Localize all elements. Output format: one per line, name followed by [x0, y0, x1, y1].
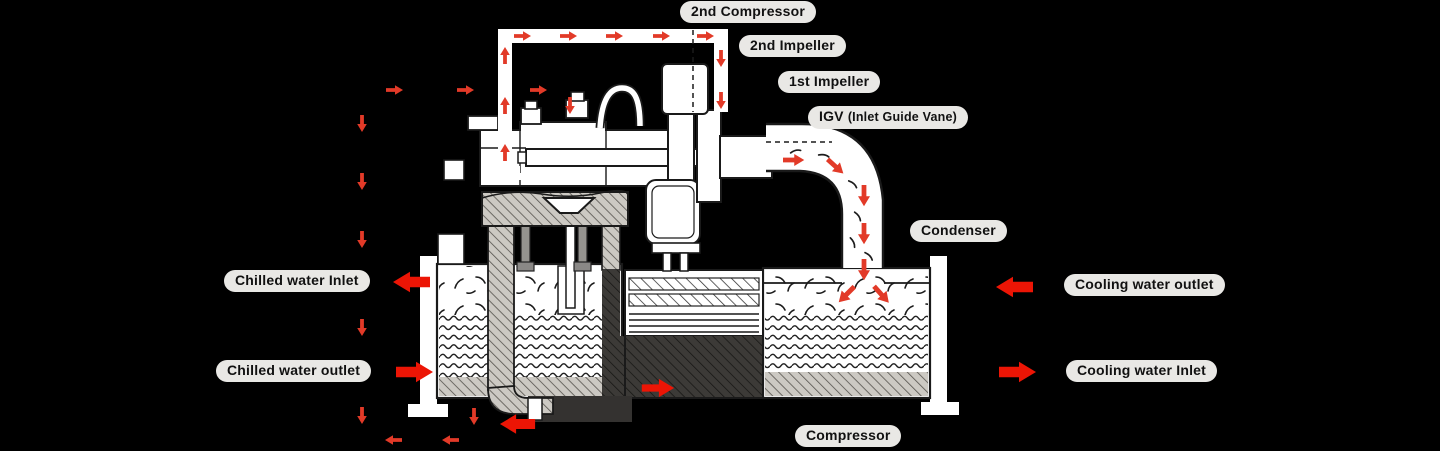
- evaporator-vessel: [408, 256, 624, 417]
- label-cooling-water-outlet: Cooling water outlet: [1064, 274, 1225, 296]
- label-2nd-compressor: 2nd Compressor: [680, 1, 817, 23]
- tie-rod: [520, 221, 531, 265]
- suction-funnel: [541, 197, 597, 214]
- condenser-tube-sheet: [765, 372, 928, 396]
- liquid-downpipe: [602, 270, 620, 374]
- valve: [520, 107, 542, 125]
- condenser-vessel: [761, 256, 959, 415]
- evaporator-vapor-zone: [439, 266, 620, 315]
- condenser-end-plate: [930, 256, 947, 404]
- condenser-foot: [921, 402, 959, 415]
- economizer-tube-band: [628, 293, 760, 307]
- tie-rod: [577, 221, 588, 265]
- condenser-water-zone: [765, 315, 928, 372]
- label-compressor: Compressor: [795, 425, 902, 447]
- label-igv-sub: (Inlet Guide Vane): [847, 110, 957, 124]
- economizer-tube-band: [628, 277, 760, 291]
- pipe-loop: [597, 85, 643, 129]
- cooling-water-inlet-arrow: [999, 361, 1036, 383]
- second-stage-inlet-box: [661, 63, 709, 115]
- recirculation-duct: [487, 29, 728, 180]
- discharge-casing: [719, 135, 773, 179]
- suction-column: [487, 225, 515, 391]
- distributor-stem: [565, 213, 576, 309]
- evaporator-foot: [408, 404, 448, 417]
- label-chilled-water-inlet: Chilled water Inlet: [224, 270, 370, 292]
- label-condenser: Condenser: [910, 220, 1007, 242]
- evaporator-water-zone: [439, 315, 620, 377]
- cooling-water-outlet-arrow: [996, 276, 1033, 298]
- machine-lower-section: [487, 213, 632, 434]
- economizer: [602, 269, 764, 399]
- label-cooling-water-inlet: Cooling water Inlet: [1066, 360, 1218, 382]
- label-chilled-water-outlet: Chilled water outlet: [216, 360, 372, 382]
- label-1st-impeller: 1st Impeller: [778, 71, 881, 93]
- label-2nd-impeller: 2nd Impeller: [739, 35, 846, 57]
- label-igv: IGV (Inlet Guide Vane): [808, 106, 968, 129]
- flow-arrow: [530, 85, 547, 95]
- evaporator-tube-sheet: [439, 377, 620, 396]
- compressor-machine: [437, 63, 773, 272]
- impeller-housing: [645, 179, 701, 245]
- label-igv-main: IGV: [819, 108, 844, 124]
